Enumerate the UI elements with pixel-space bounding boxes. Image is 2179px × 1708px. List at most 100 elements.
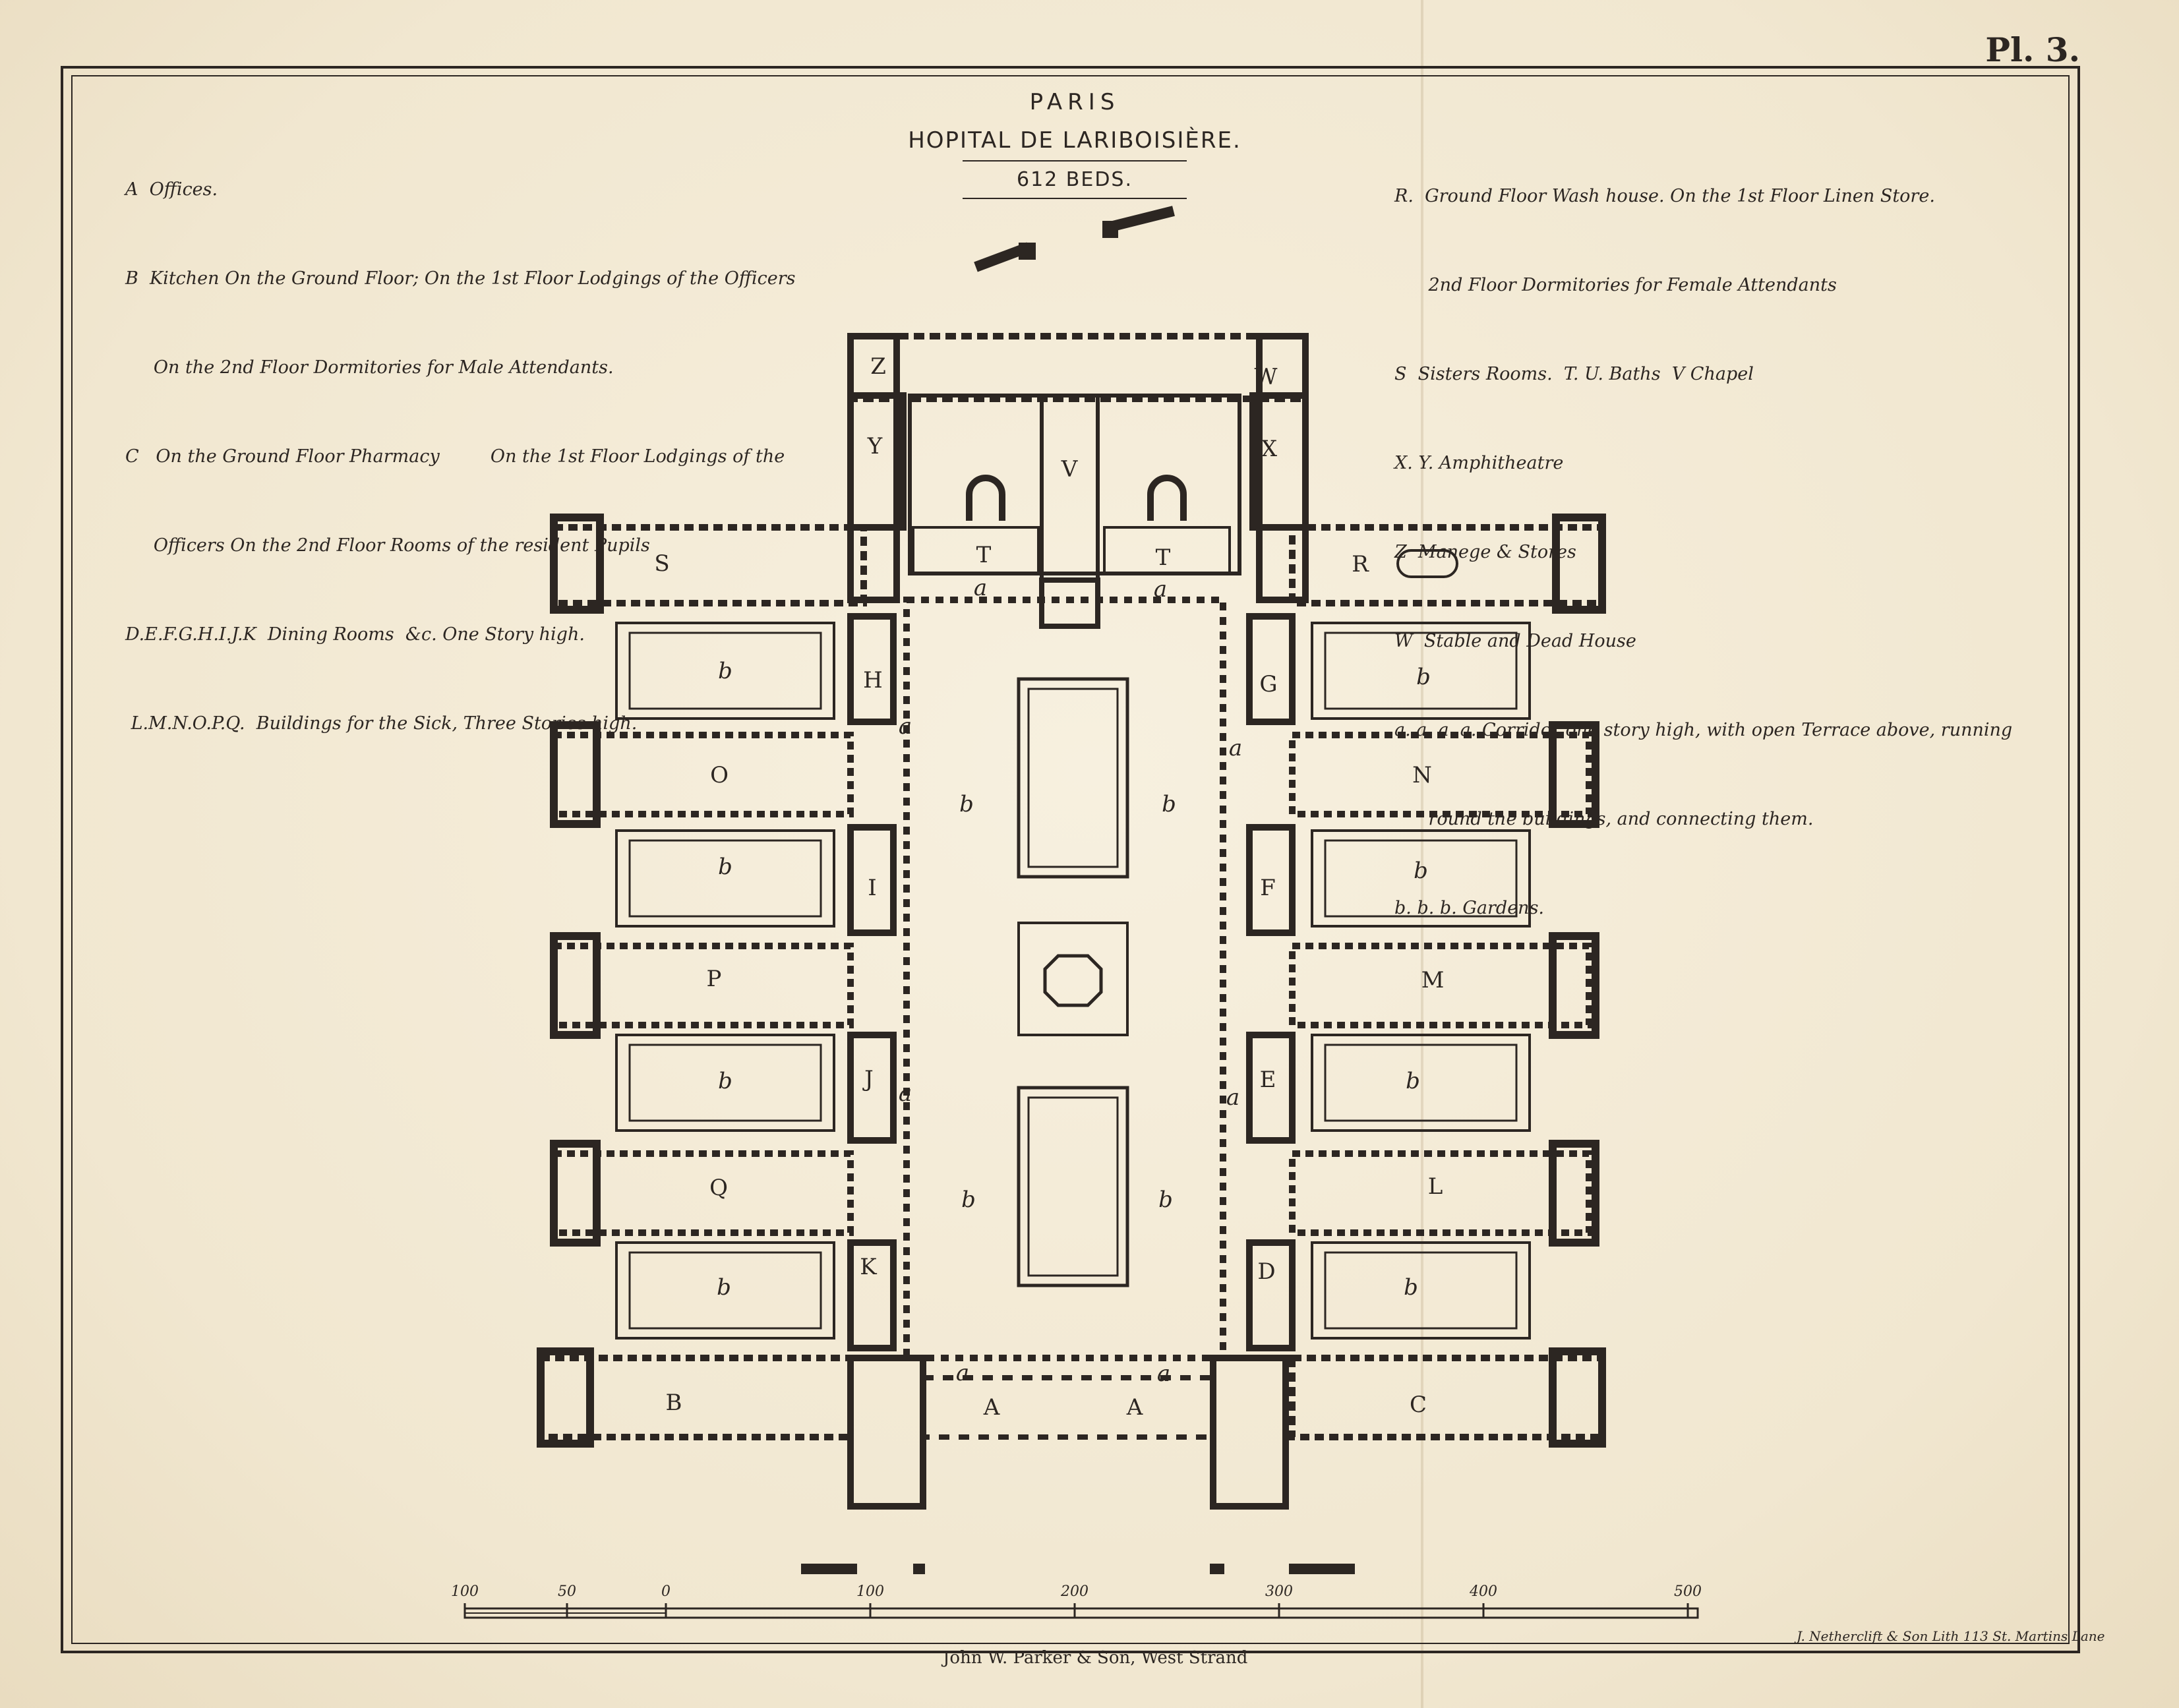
garden-right bbox=[1311, 829, 1531, 928]
garden-left-inner bbox=[628, 839, 822, 918]
garden-label: b bbox=[1416, 664, 1431, 690]
garden-label: b bbox=[718, 1068, 732, 1094]
legend-entry: B Kitchen On the Ground Floor; On the 1s… bbox=[125, 268, 796, 289]
room-label-w: W bbox=[1254, 364, 1278, 390]
title-name: HOPITAL DE LARIBOISIÈRE. bbox=[908, 127, 1241, 154]
legend-entry: S Sisters Rooms. T. U. Baths V Chapel bbox=[1394, 364, 1754, 384]
room-label-v: V bbox=[1061, 456, 1078, 483]
room-label-a: A bbox=[1126, 1394, 1143, 1421]
legend-entry: R. Ground Floor Wash house. On the 1st F… bbox=[1394, 186, 1935, 206]
publisher-credit: John W. Parker & Son, West Strand bbox=[943, 1648, 1248, 1668]
ornament bbox=[1289, 1564, 1355, 1574]
block-a-right bbox=[1210, 1355, 1289, 1510]
bath-t-left bbox=[912, 526, 1040, 575]
room-label-n: N bbox=[1412, 762, 1432, 788]
chapel-v bbox=[908, 394, 1241, 575]
plate-number: Pl. 3. bbox=[1985, 30, 2080, 69]
north-arrow-head bbox=[1019, 243, 1036, 260]
room-label-h: H bbox=[863, 667, 883, 693]
scale-label: 300 bbox=[1265, 1583, 1293, 1600]
scale-label: 0 bbox=[661, 1583, 671, 1600]
garden-left-inner bbox=[628, 632, 822, 710]
title-city: PARIS bbox=[1029, 89, 1120, 115]
room-label-r: R bbox=[1352, 551, 1369, 577]
legend-entry: On the 2nd Floor Dormitories for Male At… bbox=[125, 357, 614, 378]
corridor-label: a bbox=[898, 1080, 912, 1107]
room-label-l: L bbox=[1427, 1173, 1443, 1200]
garden-label: b bbox=[1406, 1068, 1420, 1094]
garden-right-inner bbox=[1324, 1251, 1518, 1330]
pavilion-m bbox=[1289, 943, 1592, 1028]
wing-s-end bbox=[550, 514, 604, 614]
corridor-a bbox=[903, 597, 1226, 1361]
room-label-k: K bbox=[860, 1254, 877, 1280]
garden-left-inner bbox=[628, 1044, 822, 1122]
bath-t-right bbox=[1103, 526, 1231, 575]
title-block: PARIS HOPITAL DE LARIBOISIÈRE. 612 BEDS. bbox=[844, 89, 1305, 206]
wing-b-end bbox=[537, 1347, 594, 1448]
garden-left bbox=[615, 622, 835, 720]
room-label-s: S bbox=[654, 550, 670, 577]
court-garden-south-inner bbox=[1027, 1096, 1119, 1277]
block-x bbox=[1249, 392, 1309, 531]
block-k bbox=[847, 1239, 897, 1351]
room-label-c: C bbox=[1409, 1392, 1427, 1418]
ornament bbox=[1210, 1564, 1224, 1574]
legend-entry: Z Manege & Stores bbox=[1394, 542, 1576, 562]
pavilion-l-end bbox=[1549, 1140, 1599, 1247]
scale-label: 200 bbox=[1061, 1583, 1089, 1600]
room-label-f: F bbox=[1260, 875, 1276, 901]
garden-label: b bbox=[717, 1274, 731, 1301]
garden-left bbox=[615, 1241, 835, 1340]
engraver-credit: J. Netherclift & Son Lith 113 St. Martin… bbox=[1797, 1628, 2105, 1644]
scale-ticks bbox=[463, 1603, 1689, 1618]
garden-label: b bbox=[1414, 858, 1428, 884]
block-d bbox=[1246, 1239, 1296, 1351]
pavilion-n bbox=[1289, 732, 1592, 817]
offices-a bbox=[920, 1375, 1216, 1440]
corridor-label: a bbox=[955, 1360, 970, 1386]
title-beds: 612 BEDS. bbox=[1016, 168, 1133, 191]
room-label-m: M bbox=[1421, 967, 1445, 993]
legend-entry: X. Y. Amphitheatre bbox=[1394, 453, 1564, 473]
garden-right-inner bbox=[1324, 1044, 1518, 1122]
room-label-t: T bbox=[976, 542, 992, 568]
room-label-a: A bbox=[983, 1394, 1000, 1421]
room-label-i: I bbox=[868, 875, 877, 901]
legend-entry: D.E.F.G.H.I.J.K Dining Rooms &c. One Sto… bbox=[125, 624, 585, 645]
scale-label: 100 bbox=[451, 1583, 479, 1600]
court-fountain-square bbox=[1017, 922, 1129, 1036]
court-garden-north-inner bbox=[1027, 688, 1119, 868]
legend-entry: W Stable and Dead House bbox=[1394, 631, 1636, 651]
block-a-left bbox=[847, 1355, 926, 1510]
court-garden-north bbox=[1017, 677, 1129, 879]
legend-entry: Officers On the 2nd Floor Rooms of the r… bbox=[125, 535, 650, 556]
garden-right-inner bbox=[1324, 632, 1518, 710]
title-rule bbox=[963, 160, 1187, 162]
garden-label: b bbox=[1404, 1274, 1418, 1301]
ornament bbox=[913, 1564, 925, 1574]
corridor-label: a bbox=[898, 713, 912, 740]
room-label-z: Z bbox=[870, 353, 886, 380]
pavilion-q-end bbox=[550, 1140, 601, 1247]
pavilion-p-end bbox=[550, 932, 601, 1039]
title-rule bbox=[963, 198, 1187, 199]
wing-c-end bbox=[1549, 1347, 1606, 1448]
north-arrow-head bbox=[1102, 221, 1118, 238]
block-y bbox=[847, 392, 907, 531]
court-garden-south bbox=[1017, 1086, 1129, 1287]
block-g bbox=[1246, 613, 1296, 725]
legend-entry: 2nd Floor Dormitories for Female Attenda… bbox=[1394, 275, 1837, 295]
block-i bbox=[847, 824, 897, 936]
corridor-label: a bbox=[1226, 1084, 1240, 1111]
block-j bbox=[847, 1032, 897, 1144]
room-label-d: D bbox=[1257, 1258, 1276, 1285]
corridor-label: a bbox=[1153, 576, 1168, 603]
legend-entry: L.M.N.O.P.Q. Buildings for the Sick, Thr… bbox=[125, 713, 638, 734]
plate-frame-inner bbox=[71, 75, 2070, 1644]
room-label-q: Q bbox=[709, 1175, 728, 1201]
room-label-p: P bbox=[706, 966, 722, 992]
garden-label: b bbox=[961, 1187, 976, 1213]
corridor-label: a bbox=[1156, 1361, 1171, 1387]
room-label-t: T bbox=[1155, 545, 1171, 571]
